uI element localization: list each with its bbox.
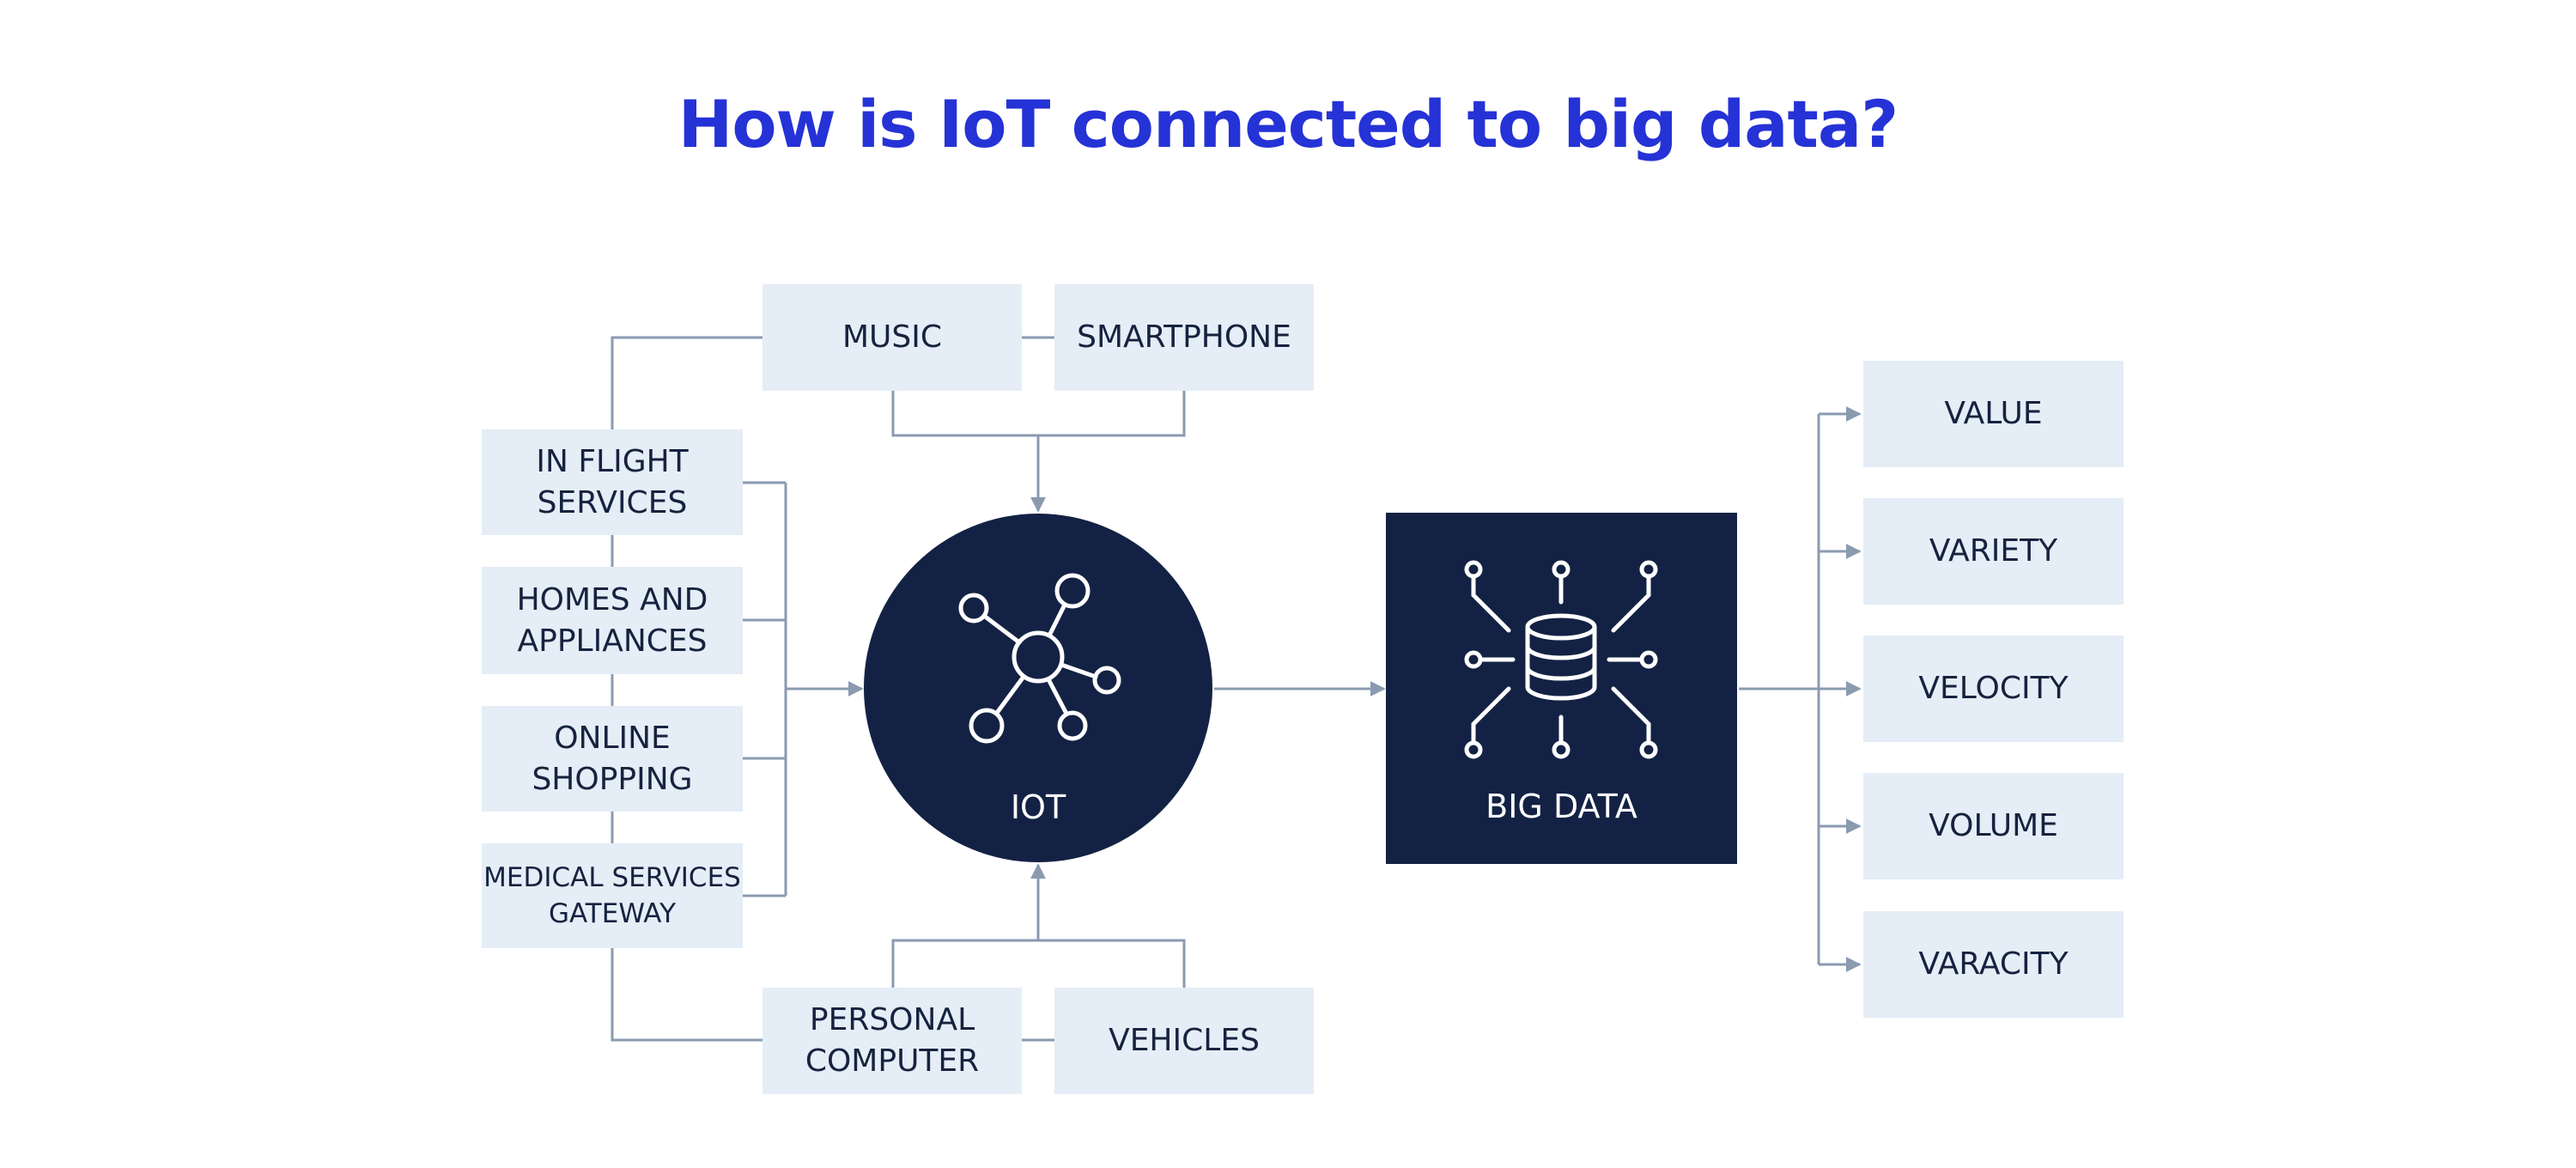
output-variety: VARIETY <box>1863 498 2123 605</box>
network-nodes-icon <box>958 573 1121 744</box>
connector-left-sources <box>743 481 787 897</box>
source-personal-computer: PERSONAL COMPUTER <box>762 988 1022 1094</box>
source-smartphone: SMARTPHONE <box>1054 284 1314 391</box>
output-value: VALUE <box>1863 361 2123 467</box>
source-music: MUSIC <box>762 284 1022 391</box>
iot-label: IOT <box>1010 788 1066 826</box>
iot-hub: IOT <box>864 514 1212 862</box>
source-in-flight-services: IN FLIGHT SERVICES <box>482 429 743 535</box>
source-online-shopping: ONLINE SHOPPING <box>482 706 743 812</box>
output-varacity: VARACITY <box>1863 911 2123 1018</box>
connector-bottom-sources <box>891 865 1186 988</box>
output-volume: VOLUME <box>1863 773 2123 879</box>
connector-top-sources <box>891 391 1186 511</box>
connector-music-to-inflight <box>611 336 762 429</box>
page-title: How is IoT connected to big data? <box>677 86 1899 162</box>
connector-medical-to-pc <box>611 948 762 1042</box>
output-velocity: VELOCITY <box>1863 636 2123 742</box>
connector-bigdata-bus <box>1739 414 1820 964</box>
big-data-label: BIG DATA <box>1485 788 1637 825</box>
source-vehicles: VEHICLES <box>1054 988 1314 1094</box>
database-circuit-icon <box>1464 560 1658 759</box>
source-medical-services-gateway: MEDICAL SERVICES GATEWAY <box>482 843 743 948</box>
big-data-hub: BIG DATA <box>1386 513 1737 864</box>
source-homes-and-appliances: HOMES AND APPLIANCES <box>482 567 743 674</box>
